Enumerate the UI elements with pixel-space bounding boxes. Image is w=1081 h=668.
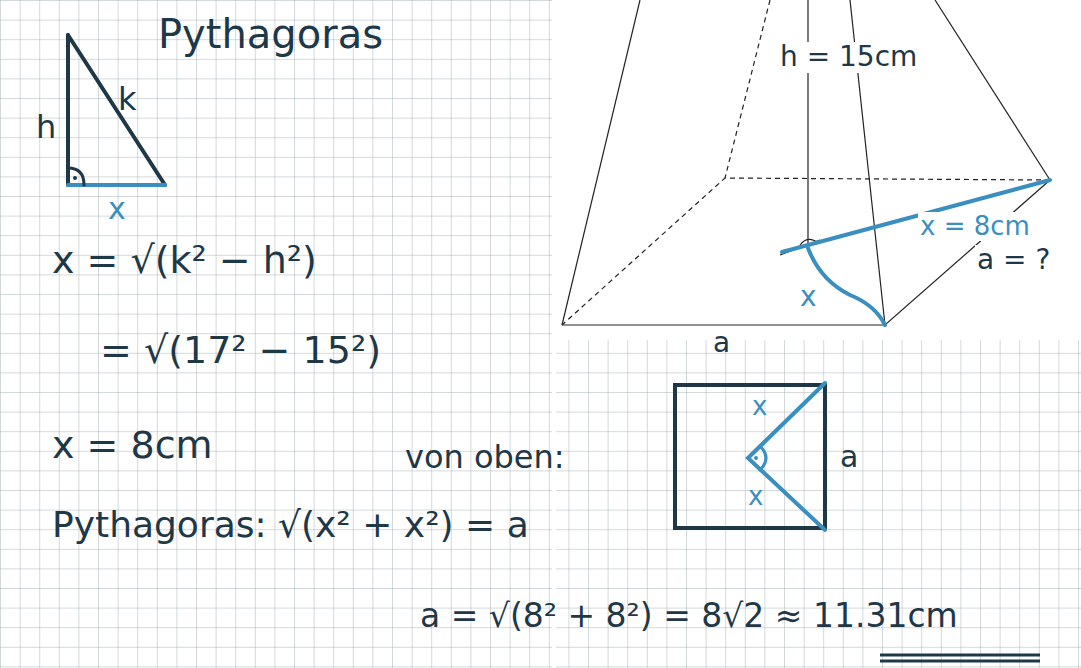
dimension: x = 8cm <box>918 212 1032 241</box>
triangle-sketch <box>68 35 165 185</box>
top-view-square <box>675 383 825 530</box>
result: a = √(8² + 8²) = 8√2 ≈ 11.31cm <box>420 598 958 634</box>
underline <box>880 655 1040 661</box>
formula: x = √(k² − h²) <box>52 240 317 282</box>
side-label: x <box>108 192 126 225</box>
dimension: x <box>748 482 763 511</box>
grid-paper <box>0 0 552 668</box>
side-label: k <box>118 82 137 117</box>
heading: Pythagoras <box>158 12 383 56</box>
dimension: h = 15cm <box>778 42 919 73</box>
pyramid <box>562 0 1050 325</box>
note: von oben: <box>405 440 565 475</box>
dimension: x <box>752 392 767 421</box>
result: x = 8cm <box>52 425 213 467</box>
dimension: x <box>800 282 817 313</box>
dimension: a <box>713 328 730 359</box>
dimension: a <box>840 440 858 473</box>
formula: = √(17² − 15²) <box>100 330 381 372</box>
side-label: h <box>36 110 56 145</box>
dimension: a = ? <box>975 245 1052 276</box>
formula: Pythagoras: √(x² + x²) = a <box>52 505 529 545</box>
